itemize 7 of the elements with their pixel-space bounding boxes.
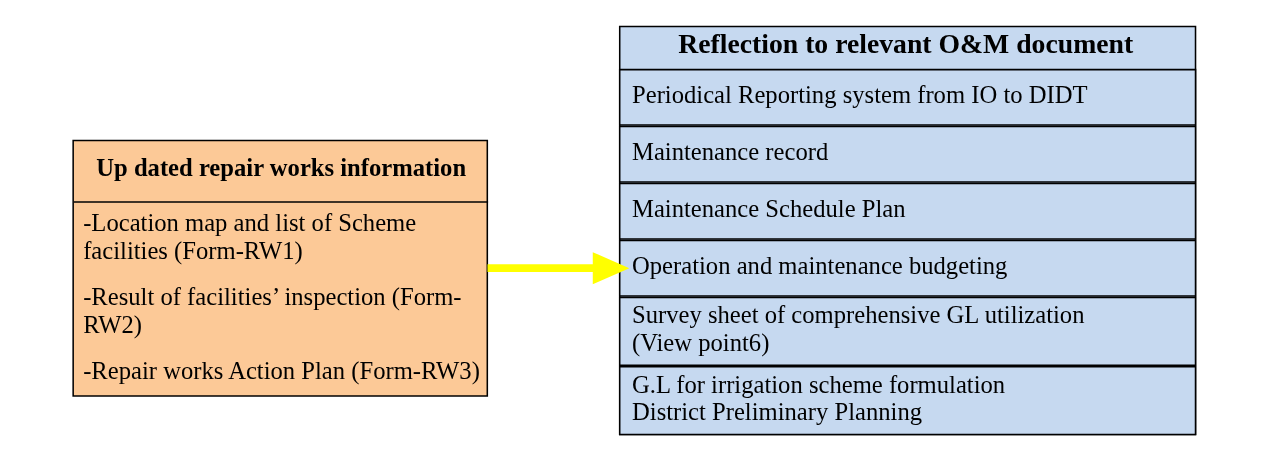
- arrow: [487, 252, 630, 285]
- node-box: Operation and maintenance budgeting: [618, 239, 1197, 297]
- node-box: Survey sheet of comprehensive GL utilization (View point6): [618, 296, 1197, 366]
- node-box: Maintenance record: [618, 125, 1197, 183]
- node-box: Periodical Reporting system from IO to DIDT: [618, 68, 1197, 126]
- node-box: G.L for irrigation scheme formulation District Preliminary Planning: [618, 366, 1197, 436]
- node-box: Maintenance Schedule Plan: [618, 182, 1197, 240]
